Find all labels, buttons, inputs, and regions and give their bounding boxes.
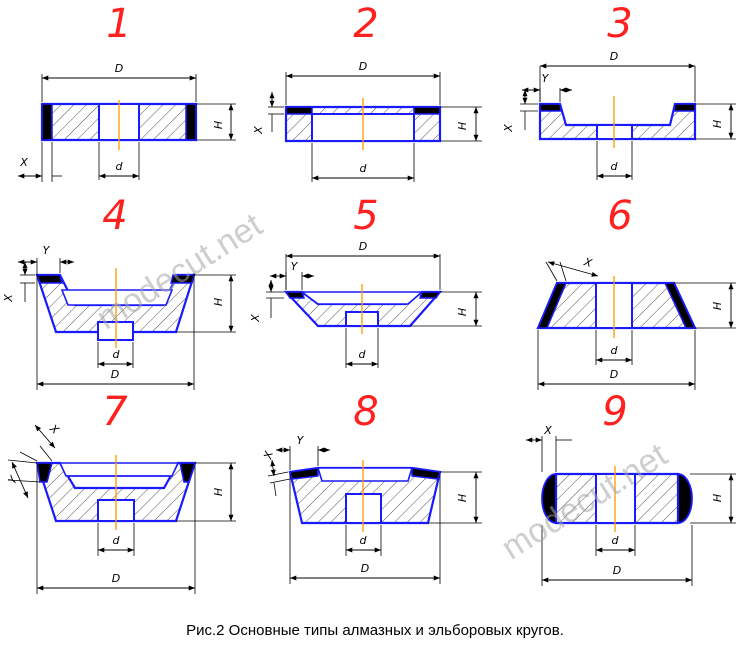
label-Y: Y [542,72,550,85]
label-D: D [610,50,618,63]
type-number-1: 1 [106,1,132,47]
wheel-type-8: Y X HdD [261,434,482,584]
inner-step [60,289,174,306]
dimension-X [34,424,56,449]
label-H: H [212,488,225,496]
diamond-layer [418,291,442,299]
label-H: H [212,121,225,129]
extension-line [19,451,38,462]
type-number-2: 2 [353,1,379,47]
label-d: d [359,348,367,361]
inner-recess [58,462,180,477]
extension-line [7,459,38,464]
diamond-layer [36,462,53,483]
dimension-X [270,459,276,477]
wheel-type-7: X Y HdD [6,421,236,594]
label-X: X [2,294,15,303]
extension-line [269,478,291,484]
type-number-9: 9 [602,389,628,435]
diamond-layer [185,103,197,141]
label-d: d [611,160,619,173]
type-number-7: 7 [102,389,128,435]
label-X: X [543,424,552,437]
wheel-type-3: D Y Hd X [502,50,736,180]
label-X: X [582,255,594,270]
diamond-layer [35,274,63,284]
label-D: D [359,240,367,253]
type-number-8: 8 [353,389,379,435]
label-D: D [613,564,621,577]
label-H: H [212,298,225,306]
label-d: d [611,344,619,357]
diamond-layer [536,282,568,329]
label-D: D [361,562,369,575]
dimension-Y [11,461,29,499]
label-X: X [261,449,276,461]
dimension-X [547,261,599,277]
label-D: D [112,572,120,585]
diamond-layer [677,473,693,524]
label-d: d [116,160,124,173]
label-d: d [360,534,368,547]
extension-line [545,261,558,282]
label-d: d [360,162,368,175]
type-number-6: 6 [607,193,633,239]
label-Y: Y [43,244,51,257]
diamond-layer [413,106,441,115]
type-number-5: 5 [353,193,379,239]
label-D: D [610,368,618,381]
label-Y: Y [6,473,21,486]
inner-recess [316,467,414,482]
label-X: X [19,156,28,169]
diamond-layer [170,274,195,284]
diamond-layer [289,467,319,480]
label-Y: Y [297,434,305,447]
label-d: d [612,534,620,547]
wheel-type-4: D Y Hd X [2,244,236,390]
label-d: d [113,348,121,361]
wheel-type-5: D Y Hd X [249,240,482,368]
wheel-type-9: X HdD [526,424,736,586]
label-d: d [113,534,121,547]
label-D: D [115,62,123,75]
label-X: X [46,421,61,437]
diamond-layer [285,106,313,115]
type-number-3: 3 [607,1,633,47]
diamond-layer [411,467,441,480]
label-H: H [456,122,469,130]
label-X: X [252,126,265,135]
label-H: H [711,120,724,128]
diamond-layer [179,462,197,483]
diamond-layer [539,103,562,112]
label-H: H [456,308,469,316]
type-number-4: 4 [102,193,128,239]
diamond-layer [541,473,557,524]
wheel-type-1: D Hd X [18,62,236,182]
diamond-layer [41,103,53,141]
extension-line [559,261,567,282]
wheel-type-2: D Hd X [252,60,482,182]
label-H: H [711,302,724,310]
label-X: X [249,314,262,323]
extension-line [267,471,289,477]
figure-caption: Рис.2 Основные типы алмазных и эльборовы… [186,622,564,639]
label-H: H [711,494,724,502]
label-D: D [359,60,367,73]
label-H: H [456,494,469,502]
diamond-layer [284,291,306,299]
extension-line [39,445,53,462]
extension-line [273,482,277,497]
wheel-type-6: X HdD [536,255,736,390]
label-D: D [111,368,119,381]
label-X: X [502,124,515,133]
diamond-layer [673,103,696,112]
label-Y: Y [291,260,299,273]
